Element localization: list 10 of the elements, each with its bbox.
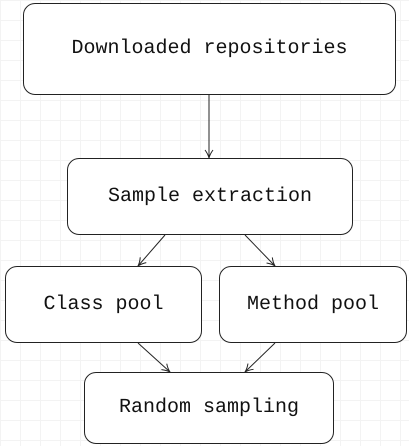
process-box — [5, 266, 202, 343]
box-label: Downloaded repositories — [71, 36, 348, 62]
box-label: Method pool — [246, 292, 380, 318]
process-box — [23, 3, 396, 95]
box-label: Random sampling — [118, 395, 300, 421]
process-box — [219, 266, 407, 343]
box-label: Class pool — [43, 292, 164, 318]
box-label: Sample extraction — [108, 184, 312, 210]
process-box — [67, 158, 353, 235]
process-box — [84, 372, 334, 444]
